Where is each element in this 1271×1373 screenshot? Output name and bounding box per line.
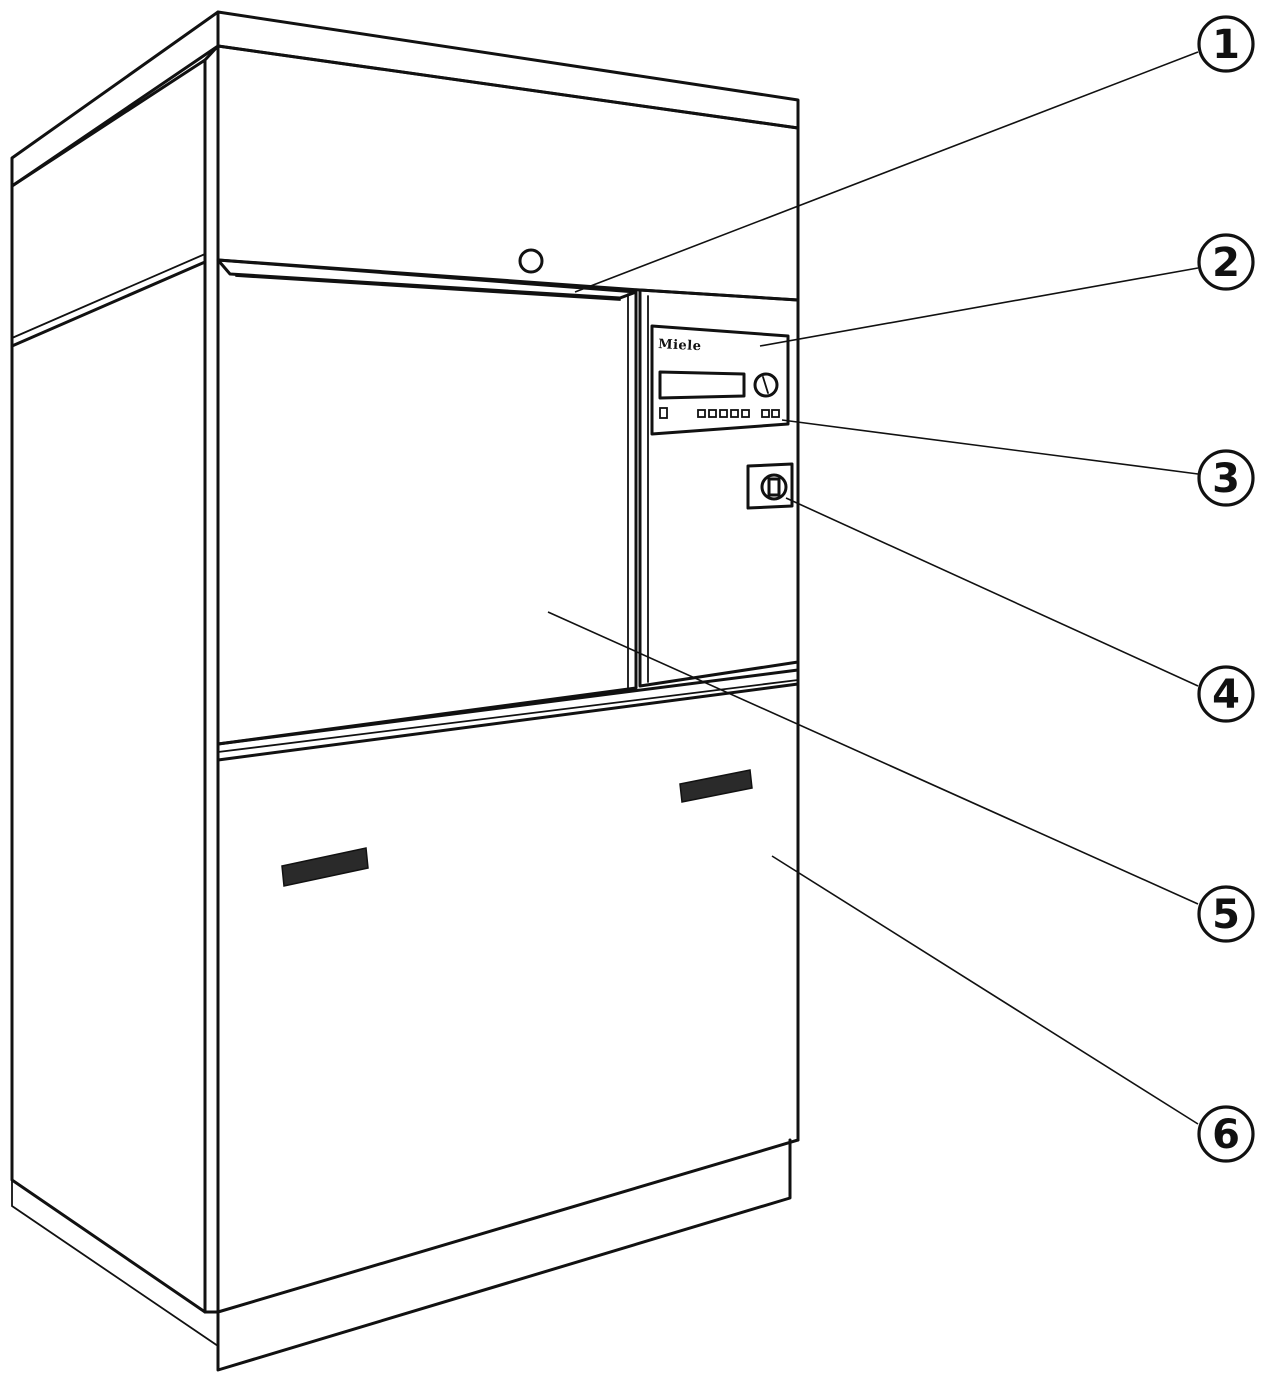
door-panel <box>216 258 638 746</box>
control-housing <box>638 288 800 688</box>
svg-text:1: 1 <box>1212 22 1240 68</box>
appliance-door[interactable] <box>216 248 638 746</box>
button-2[interactable] <box>708 409 717 418</box>
fascia-outline <box>650 324 790 436</box>
control-panel: Miele <box>650 324 790 436</box>
button-4[interactable] <box>730 409 739 418</box>
svg-text:5: 5 <box>1212 892 1240 938</box>
lower-panel-outline <box>216 682 800 1314</box>
callout-6: 6 <box>1197 1105 1255 1163</box>
button-7[interactable] <box>771 409 780 418</box>
upper-front-panel <box>216 44 800 302</box>
main-switch[interactable] <box>746 462 794 510</box>
svg-text:2: 2 <box>1212 240 1240 286</box>
display-screen <box>658 370 746 400</box>
svg-text:3: 3 <box>1212 456 1240 502</box>
button-1[interactable] <box>697 409 706 418</box>
callout-2: 2 <box>1197 233 1255 291</box>
leader-6 <box>771 855 1199 1125</box>
button-power[interactable] <box>659 407 668 419</box>
main-switch-plate <box>746 462 794 510</box>
leader-lines <box>547 51 1199 1125</box>
lower-panel-handle-right[interactable] <box>679 769 753 803</box>
cabinet <box>10 10 800 1372</box>
button-3[interactable] <box>719 409 728 418</box>
button-6[interactable] <box>761 409 770 418</box>
leader-5 <box>547 611 1199 905</box>
plinth <box>216 1138 792 1372</box>
svg-text:4: 4 <box>1212 672 1240 718</box>
leader-3 <box>781 419 1199 475</box>
door-lock-icon[interactable] <box>518 248 544 274</box>
left-side-panel <box>10 58 207 1314</box>
callout-1: 1 <box>1197 15 1255 73</box>
control-housing-outline <box>638 288 800 688</box>
lower-panel-top-edge <box>216 668 800 746</box>
button-5[interactable] <box>741 409 750 418</box>
callout-3: 3 <box>1197 449 1255 507</box>
leader-4 <box>785 497 1199 687</box>
svg-text:6: 6 <box>1212 1112 1240 1158</box>
leader-2 <box>759 267 1199 347</box>
callout-5: 5 <box>1197 885 1255 943</box>
brand-logo: Miele <box>658 337 702 354</box>
top-slab <box>10 10 800 188</box>
program-dial[interactable] <box>753 372 779 398</box>
front-stile <box>203 44 220 1314</box>
callout-4: 4 <box>1197 665 1255 723</box>
lower-panel <box>216 668 800 1314</box>
lower-panel-handle-left[interactable] <box>281 847 369 887</box>
side-divider <box>10 260 207 348</box>
main-switch-knob[interactable] <box>760 473 788 501</box>
leader-1 <box>574 51 1199 293</box>
callouts: 1 2 3 4 5 6 <box>1197 15 1255 1163</box>
